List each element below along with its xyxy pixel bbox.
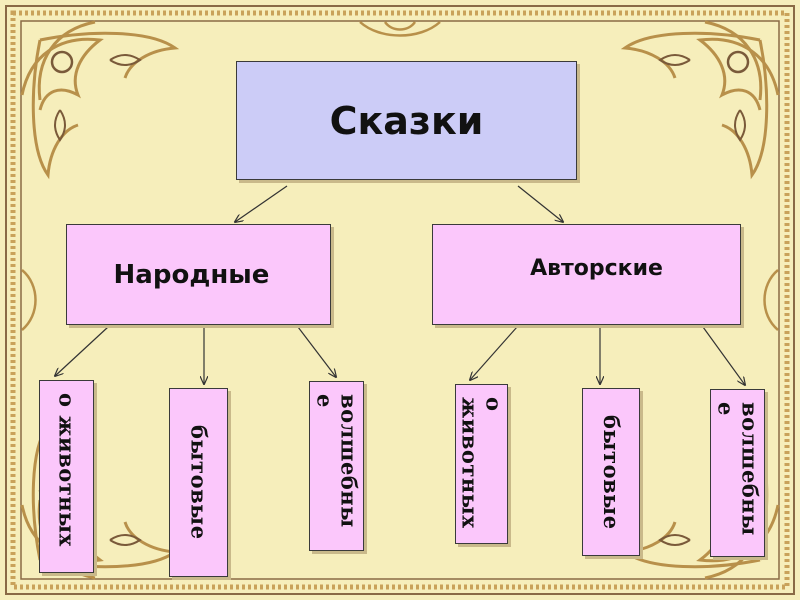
node-author-animals: о животных [455, 384, 508, 544]
node-folk-magic-label: волшебны е [313, 382, 361, 528]
node-author-magic: волшебны е [710, 389, 765, 557]
node-folk-label: Народные [114, 260, 270, 290]
node-author-tales: Авторские [432, 224, 741, 325]
edge-ornament-top [360, 22, 440, 36]
node-folk-everyday-label: бытовые [187, 425, 211, 540]
edge-ornament-left [22, 270, 36, 330]
node-folk-animals: о животных [39, 380, 94, 573]
node-root-label: Сказки [330, 99, 484, 143]
corner-ornament-top-right [625, 22, 778, 175]
node-folk-everyday: бытовые [169, 388, 228, 577]
node-folk-animals-label: о животных [55, 381, 79, 547]
node-root-fairy-tales: Сказки [236, 61, 577, 180]
node-folk-magic: волшебны е [309, 381, 364, 551]
node-author-label: Авторские [530, 256, 663, 281]
corner-ornament-top-left [22, 22, 175, 175]
node-author-everyday-label: бытовые [599, 415, 623, 530]
node-author-everyday: бытовые [582, 388, 640, 556]
node-folk-tales: Народные [66, 224, 331, 325]
edge-ornament-right [765, 270, 779, 330]
node-author-magic-label: волшебны е [714, 390, 762, 536]
node-author-animals-label: о животных [458, 385, 506, 528]
